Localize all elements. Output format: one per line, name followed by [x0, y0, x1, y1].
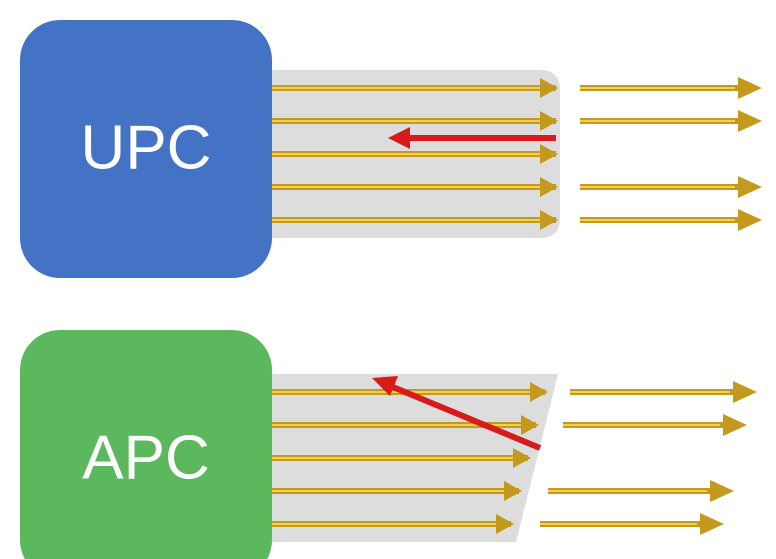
- upc-out-ray-3: [580, 176, 762, 198]
- apc-ray-5: [272, 514, 514, 534]
- upc-transmitted-rays: [580, 77, 762, 231]
- upc-section: UPC: [20, 20, 762, 278]
- apc-section: APC: [20, 330, 757, 559]
- upc-ray-2: [272, 111, 558, 131]
- upc-out-ray-4: [580, 209, 762, 231]
- apc-label: APC: [82, 423, 209, 492]
- apc-ray-3: [272, 448, 531, 468]
- apc-connector-block: [20, 330, 272, 559]
- upc-label: UPC: [81, 113, 212, 182]
- apc-out-ray-4: [540, 513, 724, 535]
- upc-out-ray-2: [580, 110, 762, 132]
- upc-out-ray-1: [580, 77, 762, 99]
- apc-transmitted-rays: [540, 381, 757, 535]
- upc-ray-4: [272, 177, 558, 197]
- apc-reflected-ray: [372, 376, 542, 451]
- upc-connector-block: [20, 20, 272, 278]
- upc-ray-5: [272, 210, 558, 230]
- apc-out-ray-1: [570, 381, 757, 403]
- apc-out-ray-2: [563, 414, 747, 436]
- upc-reflected-ray: [388, 127, 556, 149]
- upc-incident-rays: [272, 78, 558, 230]
- upc-ray-1: [272, 78, 558, 98]
- upc-ray-3: [272, 144, 558, 164]
- apc-out-ray-3: [548, 480, 734, 502]
- apc-ray-4: [272, 481, 522, 501]
